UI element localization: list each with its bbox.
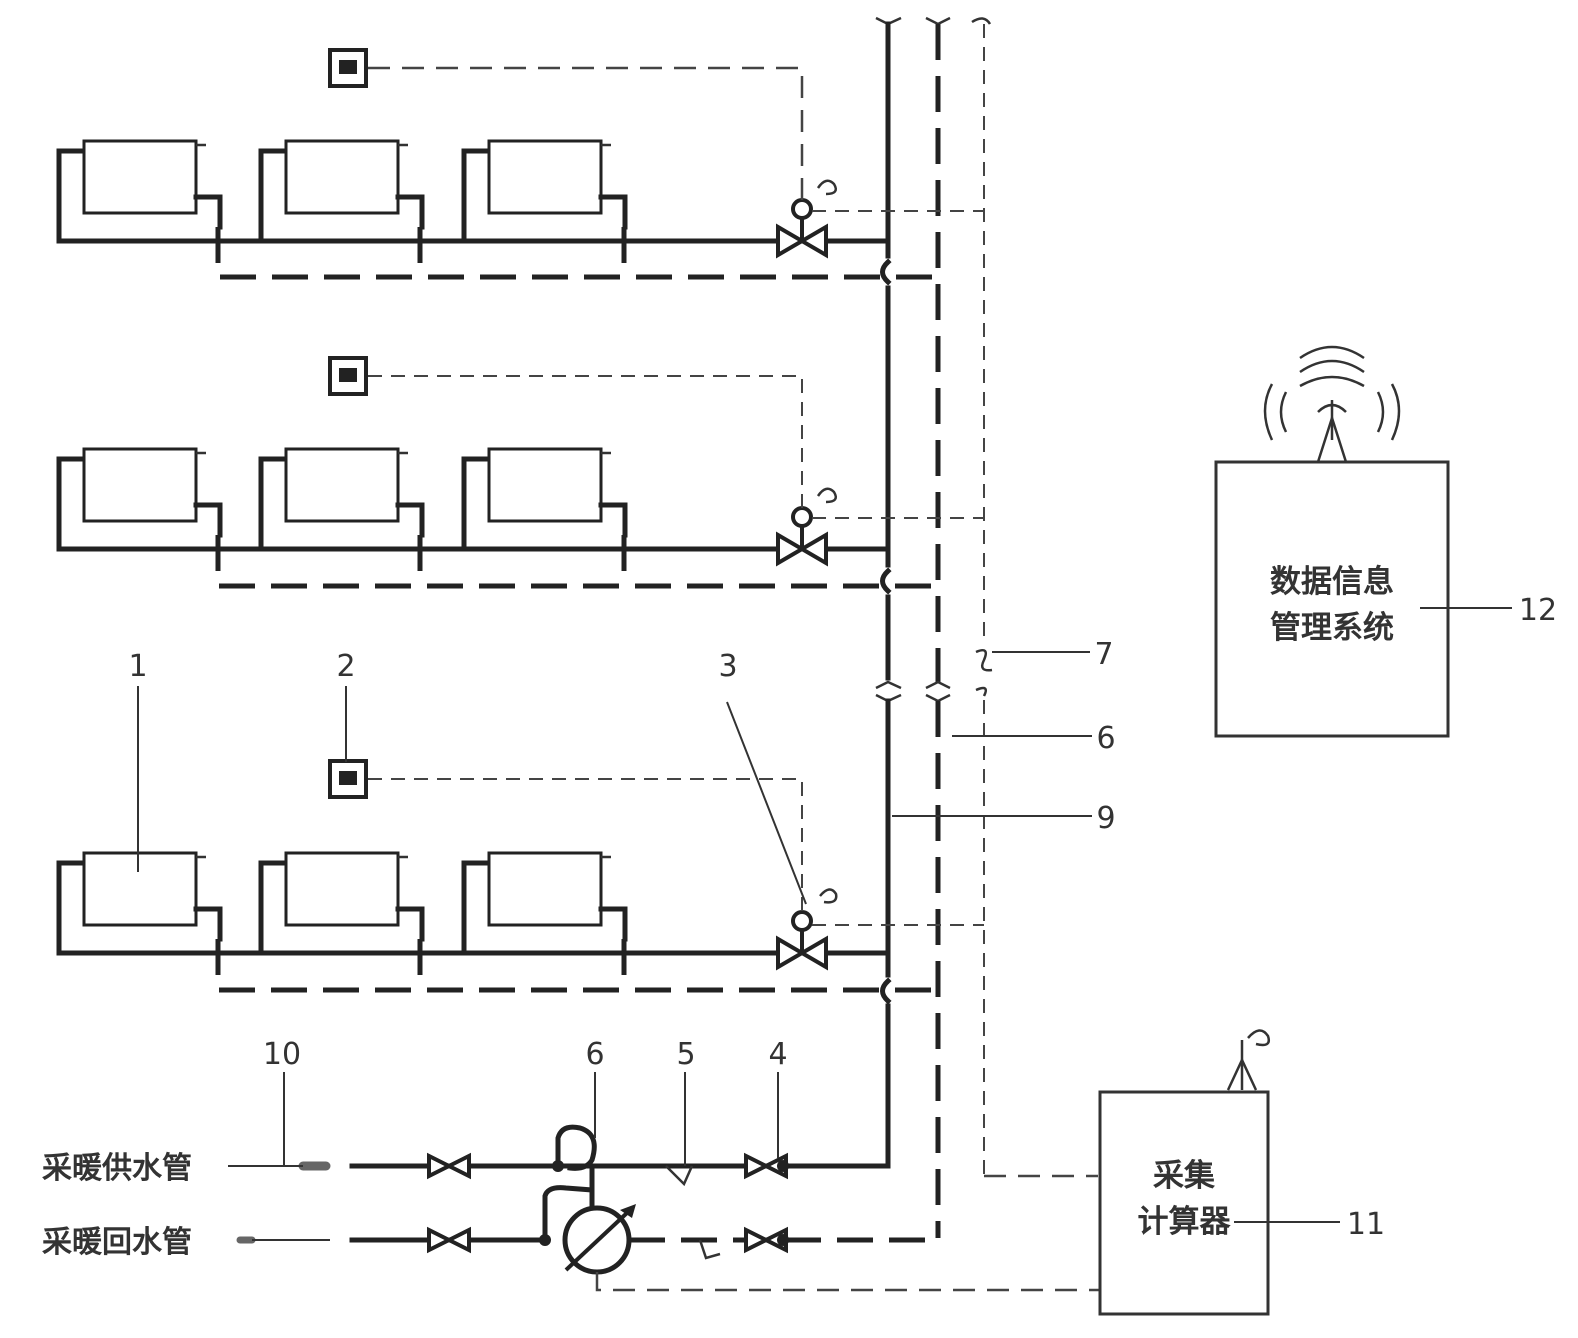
metering-station	[228, 1124, 1100, 1292]
floor-3-loop	[59, 759, 984, 993]
callout-6-right: 6	[1096, 721, 1115, 756]
supply-pipe-label: 采暖供水管	[42, 1151, 192, 1186]
floor-2-loop	[59, 356, 984, 589]
callout-6: 6	[585, 1037, 604, 1072]
callout-5: 5	[676, 1037, 695, 1072]
management-label-line2: 管理系统	[1270, 610, 1394, 646]
callout-12: 12	[1519, 593, 1557, 628]
calculator-label-line1: 采集	[1153, 1158, 1215, 1194]
callout-7: 7	[1094, 637, 1113, 672]
return-riser	[925, 16, 951, 1238]
management-label-line1: 数据信息	[1270, 564, 1394, 600]
callout-9: 9	[1096, 801, 1115, 836]
return-pipe-label: 采暖回水管	[42, 1225, 192, 1260]
calculator-label-line2: 计算器	[1138, 1204, 1232, 1240]
callout-leaders	[137, 607, 1512, 1223]
callout-4: 4	[768, 1037, 787, 1072]
callout-2: 2	[336, 649, 355, 684]
callout-11: 11	[1347, 1207, 1385, 1242]
callout-10: 10	[263, 1037, 301, 1072]
floor-1-loop	[59, 48, 984, 280]
data-management-system: 数据信息 管理系统	[1214, 345, 1450, 738]
callout-1: 1	[128, 649, 147, 684]
callout-3: 3	[718, 649, 737, 684]
collection-calculator: 采集 计算器	[1098, 1029, 1270, 1316]
signal-riser	[971, 17, 1098, 1178]
